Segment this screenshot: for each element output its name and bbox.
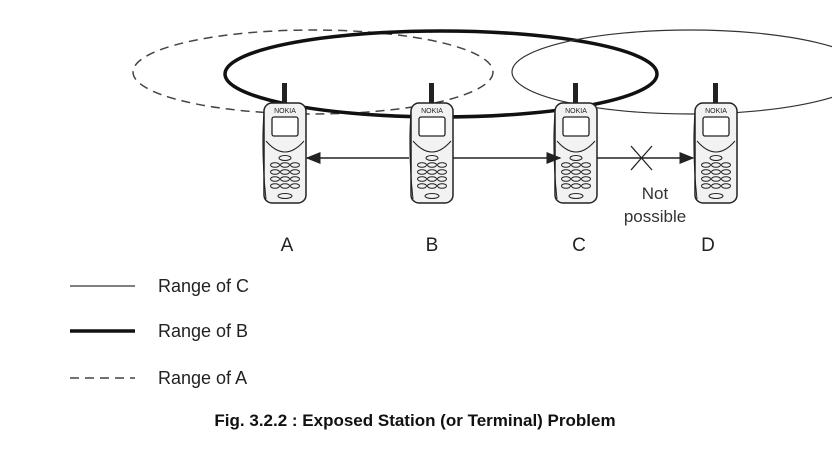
- station-label-b: B: [426, 235, 439, 256]
- phone-brand-a: NOKIA: [274, 108, 296, 115]
- legend-label-c: Range of C: [158, 276, 249, 296]
- phone-brand-d: NOKIA: [705, 108, 727, 115]
- phone-station-d: [693, 82, 738, 204]
- range-of-a-ellipse: [132, 29, 494, 115]
- not-possible-line1: Not: [642, 184, 669, 203]
- station-label-a: A: [281, 235, 294, 256]
- phone-station-b: [409, 82, 454, 204]
- not-possible-line2: possible: [624, 207, 686, 226]
- legend-label-b: Range of B: [158, 321, 248, 341]
- cross-icon: [630, 145, 653, 171]
- phone-brand-c: NOKIA: [565, 108, 587, 115]
- station-label-d: D: [701, 235, 715, 256]
- phone-brand-b: NOKIA: [421, 108, 443, 115]
- legend-label-a: Range of A: [158, 368, 247, 388]
- figure-caption: Fig. 3.2.2 : Exposed Station (or Termina…: [214, 411, 615, 430]
- range-of-c-ellipse: [511, 29, 832, 115]
- station-label-c: C: [572, 235, 586, 256]
